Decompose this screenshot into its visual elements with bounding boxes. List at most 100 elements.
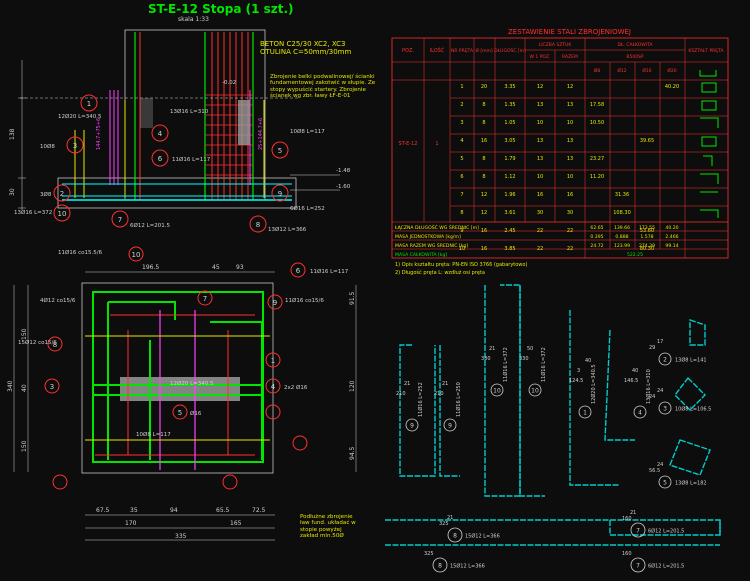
- bar-shape-text: 13Ø16 L=310: [645, 369, 652, 404]
- section-callout-4-num: 4: [158, 130, 163, 138]
- table-cell: 31.36: [615, 192, 629, 198]
- table-cell: 3: [460, 120, 463, 126]
- summary-value: 24.72: [590, 243, 603, 249]
- table-cell: 22: [567, 228, 573, 234]
- section-callout-9-text: 6Ø16 L=252: [290, 205, 325, 212]
- plan-callout-8-text: 15Ø12 co15/6: [18, 339, 57, 346]
- plan-callout-5-num: 5: [178, 409, 182, 417]
- bar-shape-dim: 160: [622, 551, 632, 557]
- table-sub-razem: RAZEM: [562, 54, 578, 60]
- bar-shape-num: 5: [663, 480, 667, 487]
- section-callout-3-text: 10Ø8: [40, 143, 55, 150]
- table-header-liczba: LICZBA SZTUK: [539, 42, 573, 48]
- section-callout-2-num: 2: [60, 190, 64, 198]
- bar-shape-text: 13Ø8 L=182: [675, 480, 707, 487]
- table-cell: 30: [567, 210, 573, 216]
- bar-shape-dim: 24: [657, 462, 663, 468]
- plan-view: [13, 246, 357, 541]
- table-cell: 1.79: [504, 156, 515, 162]
- table-cell: 30: [537, 210, 543, 216]
- bar-shape-dim: 24: [657, 388, 663, 394]
- bar-shape-text: 11Ø16 L=250: [455, 382, 462, 417]
- table-cell: 108.30: [613, 210, 631, 216]
- table-cell: 1.05: [504, 120, 515, 126]
- bar-shape-num: 9: [410, 423, 414, 430]
- section-callout-1-num: 1: [87, 100, 91, 108]
- bar-shape-dim: 40: [585, 358, 591, 364]
- bar-shape-dim: 56.5: [649, 468, 660, 474]
- table-cell: 8: [482, 102, 485, 108]
- table-sub-steel: B500SP: [626, 54, 644, 60]
- table-cell: 13: [537, 102, 543, 108]
- plan-callout-4-num: 4: [271, 383, 276, 391]
- bar-shape-text: 6Ø12 L=201.5: [648, 528, 684, 535]
- plan-dim-top-2: 93: [236, 264, 244, 271]
- plan-callout-5-text: Ø16: [190, 410, 202, 417]
- table-cell: 16: [537, 192, 543, 198]
- table-cell: 10: [567, 120, 573, 126]
- table-cell: 10: [537, 174, 543, 180]
- table-cell: 4: [460, 138, 463, 144]
- table-cell: 1.35: [504, 102, 515, 108]
- bar-shape-num: 4: [638, 410, 642, 417]
- plan-dim-bottom-0: 67.5: [96, 507, 110, 514]
- table-cell: 10: [459, 246, 465, 252]
- bar-shape-dim: 21: [630, 510, 636, 516]
- table-cell: 9: [460, 228, 463, 234]
- table-cell: 17.58: [590, 102, 604, 108]
- table-footnote-1: 1) Opis kształtu pręta: PN-EN ISO 3766 (…: [395, 262, 527, 268]
- bar-shape-text: 10Ø8 L=106.5: [675, 406, 711, 413]
- bar-shape-num: 7: [636, 563, 640, 570]
- table-cell: 53.60: [640, 228, 654, 234]
- bar-shape-dim: 29: [649, 345, 655, 351]
- table-footnote-2: 2) Długość pręta L: wzdłuż osi pręta: [395, 269, 485, 276]
- plan-callout-9-text: 11Ø16 co15/6: [285, 297, 324, 304]
- section-callout-5-text: 10Ø8 L=117: [290, 128, 325, 135]
- level-middle: -1.48: [336, 168, 351, 174]
- drawing-scale: skala 1:33: [178, 16, 209, 23]
- section-dim-30: 30: [9, 188, 16, 196]
- bar-shape-num: 3: [663, 406, 667, 413]
- bar-shape-text: 12Ø20 L=340.5: [590, 364, 597, 404]
- bar-shape-text: 15Ø12 L=366: [450, 563, 485, 570]
- table-cell: 22: [537, 228, 543, 234]
- steel-schedule-table: [391, 37, 729, 259]
- plan-dim-bottom-1: 35: [130, 507, 138, 514]
- plan-callout-6-text: 11Ø16 L=117: [310, 268, 349, 275]
- plan-dim-top-1: 45: [212, 264, 220, 271]
- table-sub-fi12: Ø12: [617, 67, 626, 74]
- concrete-cover: OTULINA C=50mm/30mm: [260, 48, 352, 56]
- table-cell: 1: [460, 84, 463, 90]
- table-cell: 12: [537, 84, 543, 90]
- section-callout-3-num: 3: [73, 142, 77, 150]
- table-cell: 10: [537, 120, 543, 126]
- bar-shape-text: 11Ø16 L=372: [540, 347, 547, 382]
- table-sub-fi16: Ø16: [642, 67, 651, 74]
- level-top: -0.02: [222, 80, 236, 86]
- summary-value: 1.578: [640, 234, 653, 240]
- table-cell: 11.20: [590, 174, 604, 180]
- table-header-poz: POZ.: [402, 48, 414, 54]
- plan-dim-bottom3-0: 335: [175, 533, 187, 540]
- bar-shapes: [385, 284, 721, 546]
- table-cell: 13: [537, 138, 543, 144]
- table-cell: 39.65: [640, 138, 654, 144]
- bar-shape-text: 11Ø16 L=252: [417, 382, 424, 417]
- summary-value: 99.14: [665, 243, 678, 249]
- table-position: ST-E-12: [399, 141, 418, 147]
- plan-dim-right-2: 94.5: [349, 446, 356, 460]
- bar-shape-dim: 330: [519, 356, 529, 362]
- section-callout-7-text: 6Ø12 L=201.5: [130, 222, 170, 229]
- bar-shape-dim: 330: [481, 356, 491, 362]
- bar-shape-num: 9: [448, 423, 452, 430]
- plan-callout-10-text: 11Ø16 co15.5/6: [58, 249, 103, 256]
- section-view: [18, 29, 340, 278]
- plan-callout-8-num: 8: [53, 341, 57, 349]
- plan-dim-bottom-4: 72.5: [252, 507, 266, 514]
- plan-dim-bottom2-0: 170: [125, 520, 137, 527]
- table-cell: 40.20: [665, 84, 679, 90]
- table-cell: 1.96: [504, 192, 515, 198]
- table-cell: 80.30: [640, 246, 654, 252]
- section-callout-5-num: 5: [278, 147, 282, 155]
- table-cell: 3.85: [504, 246, 515, 252]
